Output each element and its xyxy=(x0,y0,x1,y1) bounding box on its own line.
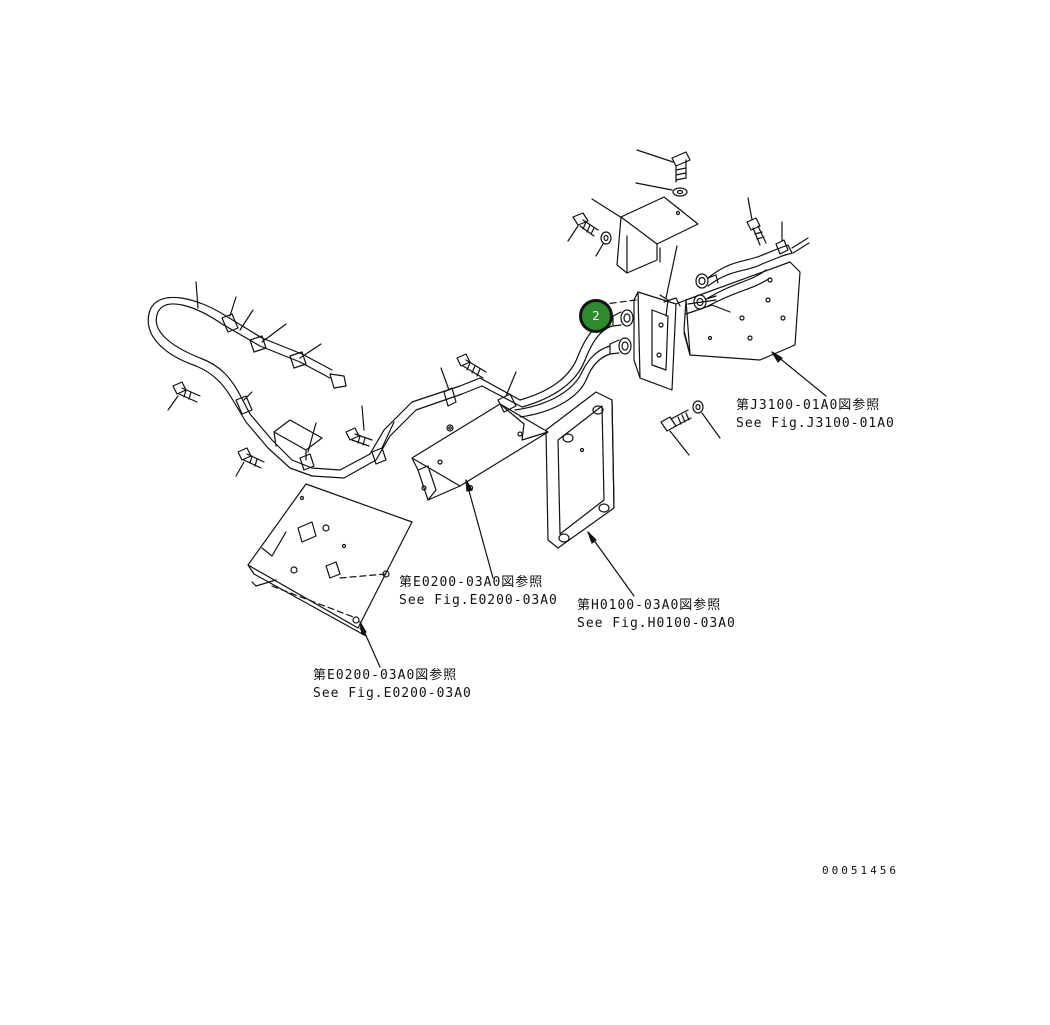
ref-e0200-lower-ja: 第E0200-03A0図参照 xyxy=(313,668,458,683)
right-bolt-icon xyxy=(747,198,766,245)
left-center-bolt-icon xyxy=(346,406,394,464)
ref-e0200-upper-ja: 第E0200-03A0図参照 xyxy=(399,575,544,590)
ref-e0200-upper-en: See Fig.E0200-03A0 xyxy=(399,593,558,608)
e0200-bracket-lower xyxy=(248,484,412,636)
fitting-lower-icon xyxy=(610,338,631,354)
ref-h0100-en: See Fig.H0100-03A0 xyxy=(577,616,736,631)
left-hose xyxy=(148,297,346,476)
lower-washer-icon xyxy=(693,401,720,438)
ref-label-h0100: 第H0100-03A0図参照 See Fig.H0100-03A0 xyxy=(577,597,736,633)
center-bolt-icon xyxy=(457,354,486,378)
h0100-cooler xyxy=(546,392,614,548)
ref-label-j3100: 第J3100-01A0図参照 See Fig.J3100-01A0 xyxy=(736,397,895,433)
j3100-bracket xyxy=(684,262,800,360)
main-hose xyxy=(312,318,613,478)
hose-clamp-center-icon xyxy=(441,368,516,412)
left-small-bracket xyxy=(274,420,322,460)
left-bolt-upper-icon xyxy=(168,382,200,410)
ref-label-e0200-upper: 第E0200-03A0図参照 See Fig.E0200-03A0 xyxy=(399,574,558,610)
bracket-bolt-icon xyxy=(568,213,598,241)
e0200-bracket-upper xyxy=(412,404,548,500)
lower-bolt-icon xyxy=(661,410,691,455)
bracket-washer-icon xyxy=(596,232,611,256)
upper-washer-icon xyxy=(636,183,687,196)
fitting-upper-icon xyxy=(613,310,633,326)
callout-balloon-2[interactable]: 2 xyxy=(579,299,613,333)
left-hose-clamps-icon xyxy=(196,282,321,470)
ref-j3100-ja: 第J3100-01A0図参照 xyxy=(736,398,881,413)
dashed-guide-lines xyxy=(272,300,636,618)
upper-bolt-icon xyxy=(637,150,690,182)
upper-bracket xyxy=(592,197,698,298)
right-hose xyxy=(708,238,809,306)
ref-label-e0200-lower: 第E0200-03A0図参照 See Fig.E0200-03A0 xyxy=(313,667,472,703)
right-clamp-icon xyxy=(776,222,788,254)
left-bolt-lower-icon xyxy=(236,448,264,476)
ref-j3100-en: See Fig.J3100-01A0 xyxy=(736,416,895,431)
drawing-number: 00051456 xyxy=(822,864,899,877)
mounting-bracket xyxy=(634,292,686,390)
ref-e0200-lower-en: See Fig.E0200-03A0 xyxy=(313,686,472,701)
leader-lines xyxy=(360,300,826,667)
ref-h0100-ja: 第H0100-03A0図参照 xyxy=(577,598,722,613)
